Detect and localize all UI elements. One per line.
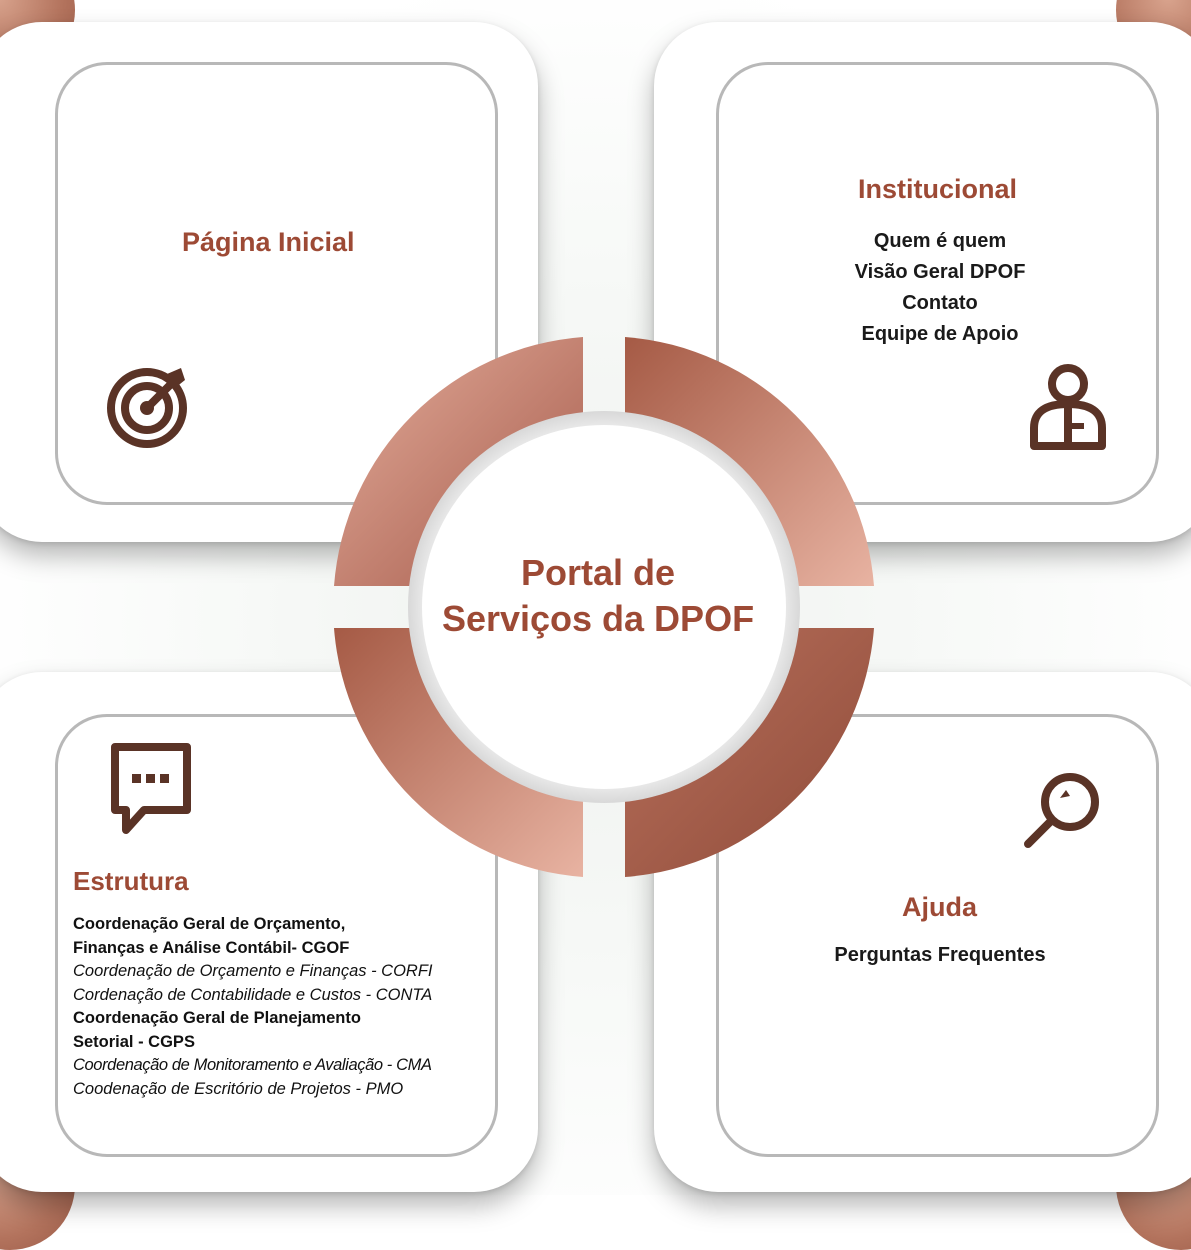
estrutura-item[interactable]: Coordenação de Monitoramento e Avaliação… [73, 1056, 432, 1074]
estrutura-title[interactable]: Estrutura [73, 866, 189, 896]
estrutura-item[interactable]: Coordenação Geral de Planejamento [73, 1009, 361, 1027]
estrutura-item[interactable]: Cordenação de Contabilidade e Custos - C… [73, 985, 433, 1004]
ajuda-links: Perguntas Frequentes [784, 940, 1096, 971]
ajuda-title[interactable]: Ajuda [902, 892, 978, 922]
estrutura-item[interactable]: Setorial - CGPS [73, 1032, 195, 1051]
ring-segment-top-left [334, 337, 583, 586]
estrutura-item[interactable]: Coodenação de Escritório de Projetos - P… [73, 1079, 404, 1098]
ring-segment-bottom-left [334, 628, 583, 877]
estrutura-list: Coordenação Geral de Orçamento, Finanças… [73, 913, 513, 1101]
center-title-line1: Portal de [520, 552, 676, 593]
ring-segment-bottom-right [625, 628, 874, 877]
card-institucional[interactable]: Institucional Quem é quem Visão Geral DP… [654, 22, 1191, 542]
link-perguntas-frequentes[interactable]: Perguntas Frequentes [834, 944, 1046, 966]
estrutura-item[interactable]: Coordenação de Orçamento e Finanças - CO… [73, 962, 433, 980]
estrutura-item[interactable]: Finanças e Análise Contábil- CGOF [73, 938, 350, 957]
pagina-inicial-title[interactable]: Página Inicial [182, 227, 355, 257]
link-visao-geral-dpof[interactable]: Visão Geral DPOF [854, 261, 1026, 283]
chat-bubble-icon [110, 742, 192, 845]
center-title-line2: Serviços da DPOF [441, 598, 755, 639]
link-equipe-de-apoio[interactable]: Equipe de Apoio [861, 323, 1019, 345]
ring-segment-top-right [625, 337, 874, 586]
card-pagina-inicial[interactable]: Página Inicial [0, 22, 538, 542]
person-icon [1028, 362, 1108, 457]
institucional-links: Quem é quem Visão Geral DPOF Contato Equ… [794, 226, 1086, 350]
link-quem-e-quem[interactable]: Quem é quem [873, 230, 1007, 252]
magnifier-icon [1020, 770, 1102, 857]
institucional-title[interactable]: Institucional [858, 174, 1018, 204]
estrutura-item[interactable]: Coordenação Geral de Orçamento, [73, 915, 346, 933]
target-icon [105, 360, 195, 455]
link-contato[interactable]: Contato [902, 292, 978, 314]
center-title: Portal de Serviços da DPOF [440, 550, 756, 642]
center-ring [334, 337, 874, 877]
